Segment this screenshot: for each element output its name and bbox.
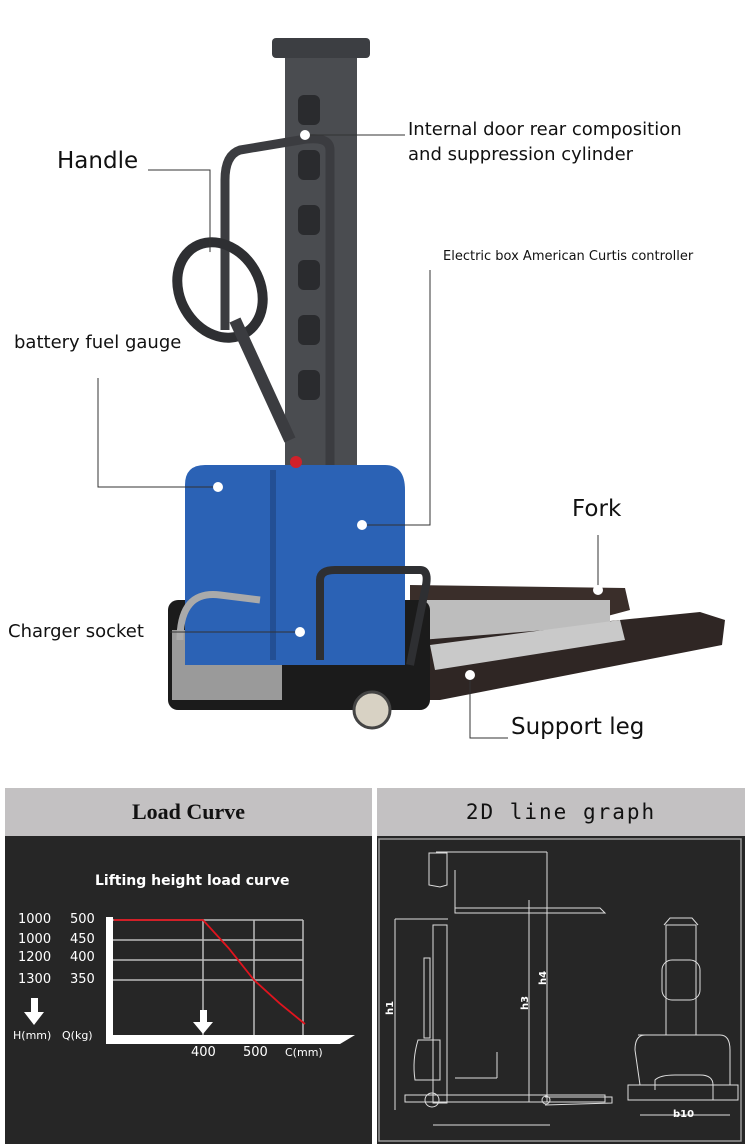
load-curve-title: Load Curve [131,799,246,824]
dim-h3: h3 [520,996,531,1010]
dim-b10: b10 [673,1109,694,1120]
load-value: 450 [70,932,95,947]
label-mast-line2: and suppression cylinder [408,144,634,165]
marker-dot [213,482,223,492]
h-axis-label: H(mm) [13,1029,52,1042]
load-curve-header: Load Curve [5,788,372,836]
chart-title: Lifting height load curve [95,873,290,889]
fork-rail-2 [430,620,625,670]
load-value: 350 [70,972,95,987]
label-gauge: battery fuel gauge [14,332,182,353]
fork-rail [420,600,610,640]
marker-dot [205,252,215,262]
mast-top [272,38,370,58]
q-axis-label: Q(kg) [62,1029,93,1042]
handle-bar [220,134,335,470]
height-value: 1000 [18,912,52,927]
marker-dot [465,670,475,680]
load-value: 400 [70,950,95,965]
x-axis-label: C(mm) [285,1046,323,1059]
drawing-header: 2D line graph [377,788,745,836]
stacker-illustration [97,38,725,739]
label-handle: Handle [57,148,139,174]
height-value: 1300 [18,972,52,987]
drawing-title: 2D line graph [465,800,657,824]
wheel [352,690,392,730]
x-tick-400: 400 [191,1045,216,1060]
guard-rail [316,566,431,666]
dim-h1: h1 [385,1001,396,1015]
marker-dot [300,130,310,140]
label-support-leg: Support leg [511,714,645,740]
label-mast-line1: Internal door rear composition [408,119,682,140]
height-value: 1200 [18,950,52,965]
label-controller: Electric box American Curtis controller [443,249,694,264]
fork-front [420,612,725,700]
marker-dot [357,520,367,530]
label-fork: Fork [572,496,622,522]
dim-h4: h4 [538,971,549,985]
marker-dot [593,585,603,595]
battery-box [185,465,405,665]
label-charger: Charger socket [8,621,144,642]
marker-dot [295,627,305,637]
load-value: 500 [70,912,95,927]
mast [285,45,357,475]
drawing-panel [377,836,745,1144]
x-tick-500: 500 [243,1045,268,1060]
height-value: 1000 [18,932,52,947]
